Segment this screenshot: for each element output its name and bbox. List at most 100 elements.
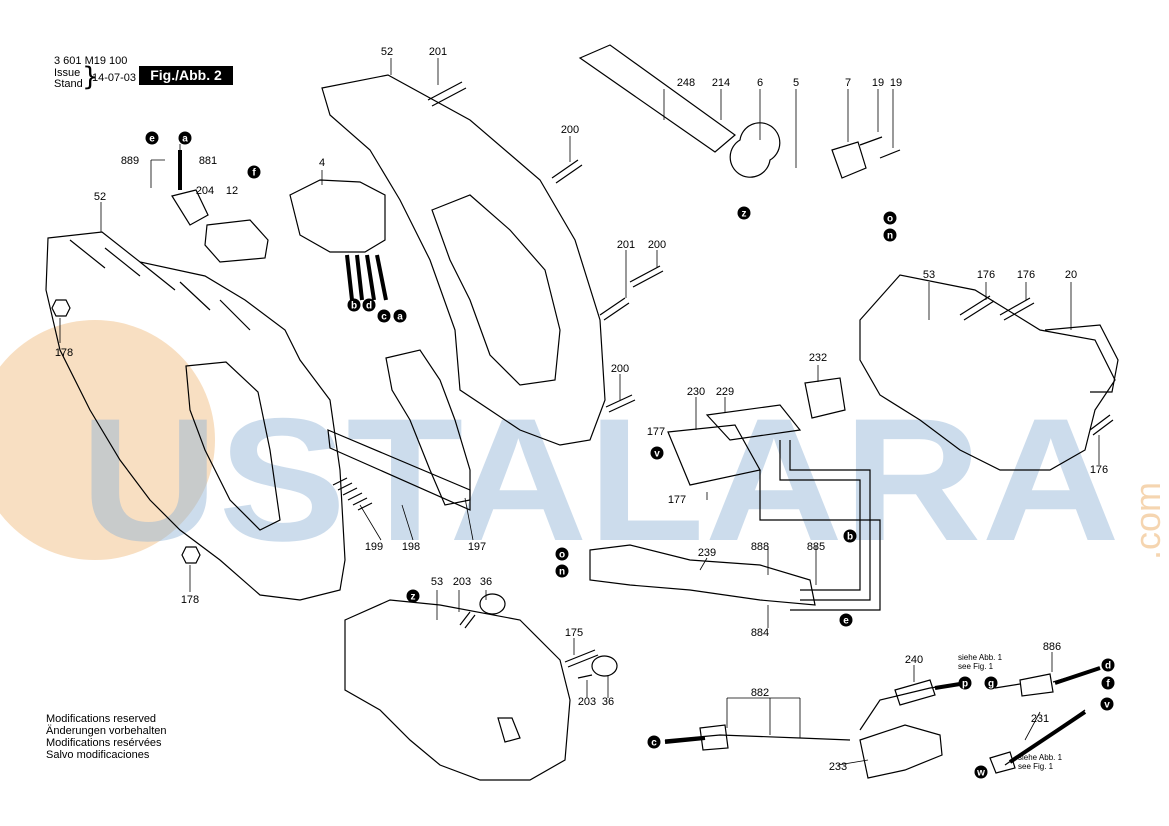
leader-lines	[59, 58, 1100, 766]
callout-circle	[647, 735, 661, 749]
leader-line	[150, 159, 165, 188]
nut-178b	[181, 546, 201, 564]
cable-886	[994, 667, 1101, 689]
nut-178a	[51, 299, 71, 317]
callout-letter: e	[149, 134, 155, 145]
part-label-230: 230	[687, 386, 705, 398]
callout-e2: e	[839, 613, 853, 627]
right-handle-half	[321, 74, 606, 446]
cable-233	[859, 724, 943, 779]
callout-letter: b	[351, 301, 357, 312]
cable-tube-248	[578, 44, 736, 153]
part-label-198: 198	[402, 541, 420, 553]
callout-f2: f	[1101, 676, 1115, 690]
part-label-177b: 177	[668, 494, 686, 506]
callout-circle	[555, 547, 569, 561]
callout-letter: a	[182, 134, 188, 145]
callout-circle	[984, 676, 998, 690]
wire-886-black	[1054, 666, 1101, 685]
callout-a1: a	[178, 131, 192, 145]
part-label-881: 881	[199, 155, 217, 167]
part-label-248: 248	[677, 77, 695, 89]
watermark: USTALARA.com	[0, 320, 1168, 578]
right-handle-opening	[431, 194, 561, 386]
switch-232	[804, 377, 846, 419]
note-line: Modifications reserved	[46, 713, 157, 725]
part-label-203a: 203	[453, 576, 471, 588]
part-label-229: 229	[716, 386, 734, 398]
see-fig-line2: see Fig. 1	[958, 662, 994, 671]
screw-200a	[551, 159, 583, 184]
part-label-53b: 53	[431, 576, 443, 588]
screw-200c	[605, 394, 636, 413]
callout-e1: e	[145, 131, 159, 145]
callout-p1: p	[958, 676, 972, 690]
screw-203a	[459, 611, 476, 629]
callout-circle	[1101, 658, 1115, 672]
part-label-176a: 176	[977, 269, 995, 281]
part-label-200c: 200	[611, 363, 629, 375]
part-label-20: 20	[1065, 269, 1077, 281]
wire-bundle-abcd	[345, 254, 388, 301]
part-label-176b: 176	[1017, 269, 1035, 281]
part-label-19b: 19	[890, 77, 902, 89]
part-label-7: 7	[845, 77, 851, 89]
callout-b2: b	[843, 529, 857, 543]
footer-notes: Modifications reserved Änderungen vorbeh…	[46, 713, 166, 761]
part-label-200a: 200	[561, 124, 579, 136]
knob-36a	[479, 593, 506, 615]
document-number: 3 601 M19 100	[54, 55, 128, 67]
callout-letter: c	[651, 738, 657, 749]
callout-letter: f	[252, 168, 256, 179]
screw-176a	[959, 295, 995, 321]
callout-circle	[1100, 697, 1114, 711]
callout-circle	[883, 228, 897, 242]
plug-204	[171, 189, 209, 226]
plug-886	[1019, 673, 1054, 697]
wire-882-black	[664, 736, 706, 744]
left-handle-half	[45, 231, 346, 601]
callout-circle	[178, 131, 192, 145]
part-label-197: 197	[468, 541, 486, 553]
screw-201a	[427, 81, 467, 107]
part-label-176c: 176	[1090, 464, 1108, 476]
bracket-7	[831, 141, 867, 179]
part-label-4: 4	[319, 157, 325, 169]
part-label-214: 214	[712, 77, 730, 89]
see-fig-line1: siehe Abb. 1	[958, 653, 1003, 662]
connector-239	[589, 544, 816, 606]
callout-circle	[362, 298, 376, 312]
part-label-175: 175	[565, 627, 583, 639]
part-label-240: 240	[905, 654, 923, 666]
left-handle-ribs	[69, 239, 251, 331]
plug-231	[989, 751, 1016, 774]
screw-19b	[879, 149, 901, 159]
callout-letter: n	[559, 567, 565, 578]
rear-cover	[859, 274, 1116, 471]
callout-circle	[406, 589, 420, 603]
parts-drawing	[45, 44, 1119, 781]
figure-label: Fig./Abb. 2	[139, 66, 233, 85]
screw-200b	[629, 265, 664, 288]
callout-circle	[347, 298, 361, 312]
part-label-233: 233	[829, 761, 847, 773]
callout-letter: f	[1106, 679, 1110, 690]
callout-b1: b	[347, 298, 361, 312]
leader-line	[401, 504, 414, 541]
callout-z2: z	[406, 589, 420, 603]
callout-circle	[737, 206, 751, 220]
part-label-178b: 178	[181, 594, 199, 606]
part-label-200b: 200	[648, 239, 666, 251]
screw-201b	[599, 297, 630, 321]
switch-block	[289, 179, 386, 253]
callout-letter: n	[887, 231, 893, 242]
part-label-178a: 178	[55, 347, 73, 359]
callout-w1: w	[974, 765, 988, 779]
callout-d2: d	[1101, 658, 1115, 672]
part-label-201a: 201	[429, 46, 447, 58]
callout-letter: e	[843, 616, 849, 627]
callout-z1: z	[737, 206, 751, 220]
part-label-231: 231	[1031, 713, 1049, 725]
callout-v1: v	[650, 446, 664, 460]
